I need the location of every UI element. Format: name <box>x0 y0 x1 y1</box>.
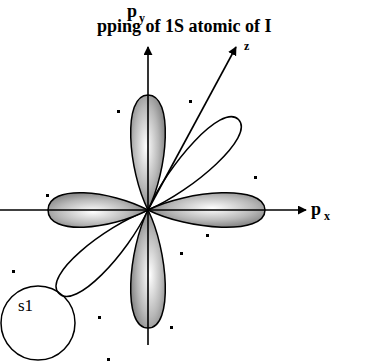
x-axis <box>0 209 306 211</box>
axis-subscript: z <box>244 40 249 52</box>
y-axis <box>147 47 149 345</box>
orbital-circle: s1 <box>0 285 76 361</box>
label-text: p <box>311 199 321 219</box>
label-text: x <box>324 209 330 223</box>
orbital-label: s1 <box>18 297 33 314</box>
axis-letter: p <box>127 2 137 20</box>
dots <box>12 100 257 361</box>
axis-letter: p <box>311 200 321 218</box>
axis-subscript: y <box>139 12 145 24</box>
label-text: y <box>139 11 145 25</box>
label-text: p <box>127 1 137 21</box>
label-text: z <box>244 39 249 53</box>
z-axis <box>148 47 236 210</box>
axis-subscript: x <box>324 210 330 222</box>
title: pping of 1S atomic of I <box>97 17 272 35</box>
title-text: pping of 1S atomic of I <box>97 16 272 36</box>
circle-outline <box>0 285 76 361</box>
